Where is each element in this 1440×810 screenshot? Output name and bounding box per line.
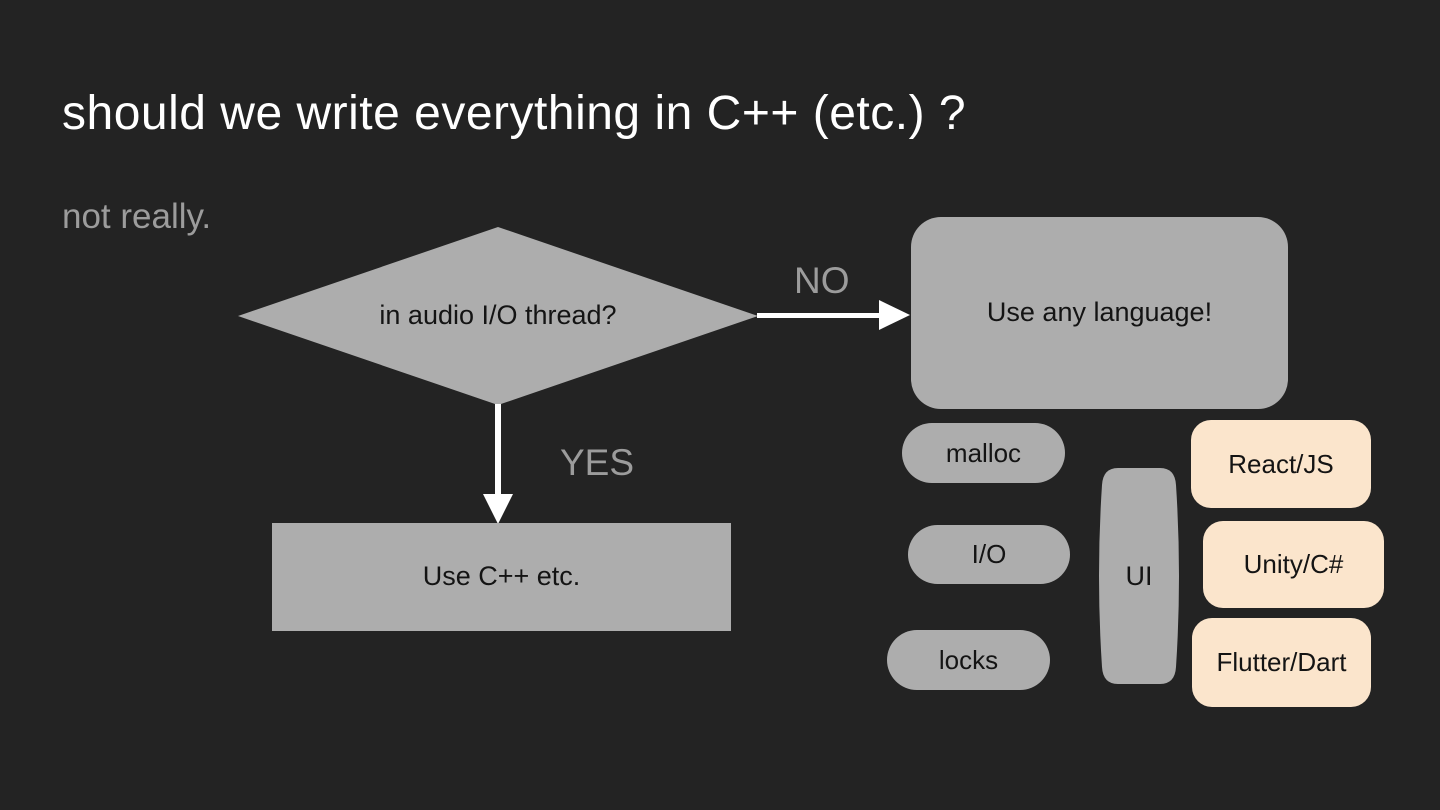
arrow-down-shaft <box>495 404 501 496</box>
framework-box-flutter: Flutter/Dart <box>1192 618 1371 707</box>
ui-node: UI <box>1098 467 1180 685</box>
edge-label-no: NO <box>794 260 850 301</box>
framework-box-react: React/JS <box>1191 420 1371 508</box>
decision-diamond-label: in audio I/O thread? <box>379 300 617 331</box>
framework-box-react-label: React/JS <box>1228 448 1334 479</box>
avoid-pill-io: I/O <box>908 525 1070 584</box>
framework-box-unity-label: Unity/C# <box>1243 549 1344 580</box>
decision-diamond: in audio I/O thread? <box>238 227 758 405</box>
avoid-pill-malloc: malloc <box>902 423 1065 483</box>
avoid-pill-io-label: I/O <box>971 539 1007 570</box>
result-box-any-language: Use any language! <box>911 217 1288 409</box>
result-box-cpp: Use C++ etc. <box>272 523 731 631</box>
edge-label-yes: YES <box>560 442 635 483</box>
ui-node-shape <box>1099 468 1179 684</box>
arrow-right-shaft <box>757 313 879 318</box>
avoid-pill-locks-label: locks <box>938 644 999 675</box>
page-subtitle: not really. <box>62 197 212 236</box>
arrow-down-head-icon <box>483 494 513 524</box>
result-box-cpp-label: Use C++ etc. <box>422 561 581 592</box>
framework-box-unity: Unity/C# <box>1203 521 1384 608</box>
page-title: should we write everything in C++ (etc.)… <box>62 87 967 140</box>
arrow-right-head-icon <box>879 300 910 330</box>
avoid-pill-malloc-label: malloc <box>945 437 1022 468</box>
framework-box-flutter-label: Flutter/Dart <box>1216 647 1347 678</box>
ui-node-label: UI <box>1125 560 1153 591</box>
result-box-any-language-label: Use any language! <box>986 297 1213 328</box>
avoid-pill-locks: locks <box>887 630 1050 690</box>
